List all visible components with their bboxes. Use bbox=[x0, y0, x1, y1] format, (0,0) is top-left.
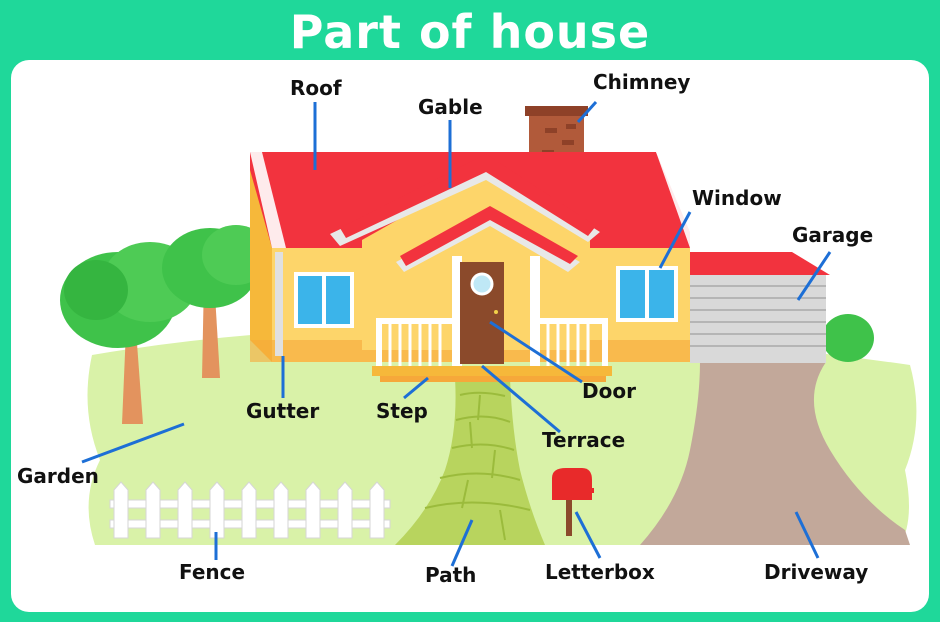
leader-door bbox=[489, 320, 583, 384]
stone-path-shape bbox=[395, 378, 545, 545]
label-terrace: Terrace bbox=[542, 428, 626, 452]
label-fence: Fence bbox=[179, 560, 246, 584]
leader-terrace bbox=[481, 364, 561, 434]
label-chimney: Chimney bbox=[593, 70, 691, 94]
label-letterbox: Letterbox bbox=[545, 560, 655, 584]
front-gable bbox=[330, 154, 612, 382]
label-garage: Garage bbox=[792, 223, 874, 247]
label-step: Step bbox=[376, 399, 428, 423]
leader-window bbox=[658, 211, 692, 269]
leader-garden bbox=[81, 422, 185, 464]
label-window: Window bbox=[692, 186, 782, 210]
leader-chimney bbox=[576, 100, 598, 124]
driveway-shape bbox=[640, 362, 910, 545]
label-door: Door bbox=[582, 379, 636, 403]
leader-step bbox=[403, 376, 429, 400]
page-title: Part of house bbox=[289, 5, 651, 59]
letterbox-shape bbox=[552, 468, 594, 536]
label-gable: Gable bbox=[418, 95, 483, 119]
label-garden: Garden bbox=[17, 464, 99, 488]
bush bbox=[822, 314, 874, 362]
label-gutter: Gutter bbox=[246, 399, 320, 423]
leader-path bbox=[450, 519, 474, 567]
label-path: Path bbox=[425, 563, 477, 587]
fence-shape bbox=[109, 481, 391, 539]
label-roof: Roof bbox=[290, 76, 342, 100]
leader-garage bbox=[796, 251, 832, 301]
label-driveway: Driveway bbox=[764, 560, 869, 584]
garage-building bbox=[690, 252, 830, 363]
leader-lines bbox=[81, 100, 832, 567]
leader-letterbox bbox=[574, 511, 602, 559]
leader-driveway bbox=[794, 511, 820, 559]
